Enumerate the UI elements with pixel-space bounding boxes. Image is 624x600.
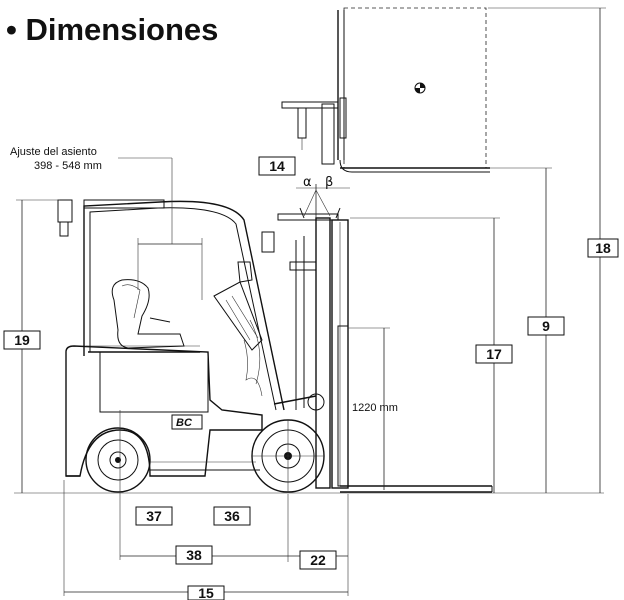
svg-text:36: 36 <box>224 508 240 524</box>
dimension-36: 36 <box>213 506 251 526</box>
raised-load <box>281 7 490 173</box>
dimension-38: 38 <box>120 494 289 565</box>
svg-text:38: 38 <box>186 547 202 563</box>
svg-text:9: 9 <box>542 318 550 334</box>
svg-text:19: 19 <box>14 332 30 348</box>
page-title: • Dimensiones <box>6 12 218 47</box>
svg-text:14: 14 <box>269 158 285 174</box>
dimension-19: 19 <box>3 199 60 493</box>
svg-text:18: 18 <box>595 240 611 256</box>
cab-badge: BC <box>176 417 193 429</box>
seat-adjust-range: 398 - 548 mm <box>34 160 102 172</box>
forklift-drawing: BC <box>57 199 493 493</box>
svg-text:22: 22 <box>310 552 326 568</box>
tilt-backward-angle: β <box>325 175 333 190</box>
dimension-17: 17 <box>350 217 513 493</box>
seat-adjust-label: Ajuste del asiento <box>10 146 97 158</box>
tilt-forward-angle: α <box>303 175 312 190</box>
free-lift-note: 1220 mm <box>352 402 398 414</box>
dimension-22: 22 <box>288 494 349 596</box>
dimension-18: 18 <box>488 7 619 493</box>
svg-text:17: 17 <box>486 346 502 362</box>
dimension-14-tilt: 14 α β <box>258 156 350 218</box>
dimension-9: 9 <box>490 167 565 493</box>
svg-text:15: 15 <box>198 585 214 600</box>
seat-adjust-callout: Ajuste del asiento 398 - 548 mm <box>10 146 203 300</box>
dimension-15: 15 <box>63 480 348 600</box>
dimension-free-lift: 1220 mm <box>348 327 398 490</box>
dimension-37: 37 <box>119 410 173 560</box>
svg-text:37: 37 <box>146 508 162 524</box>
